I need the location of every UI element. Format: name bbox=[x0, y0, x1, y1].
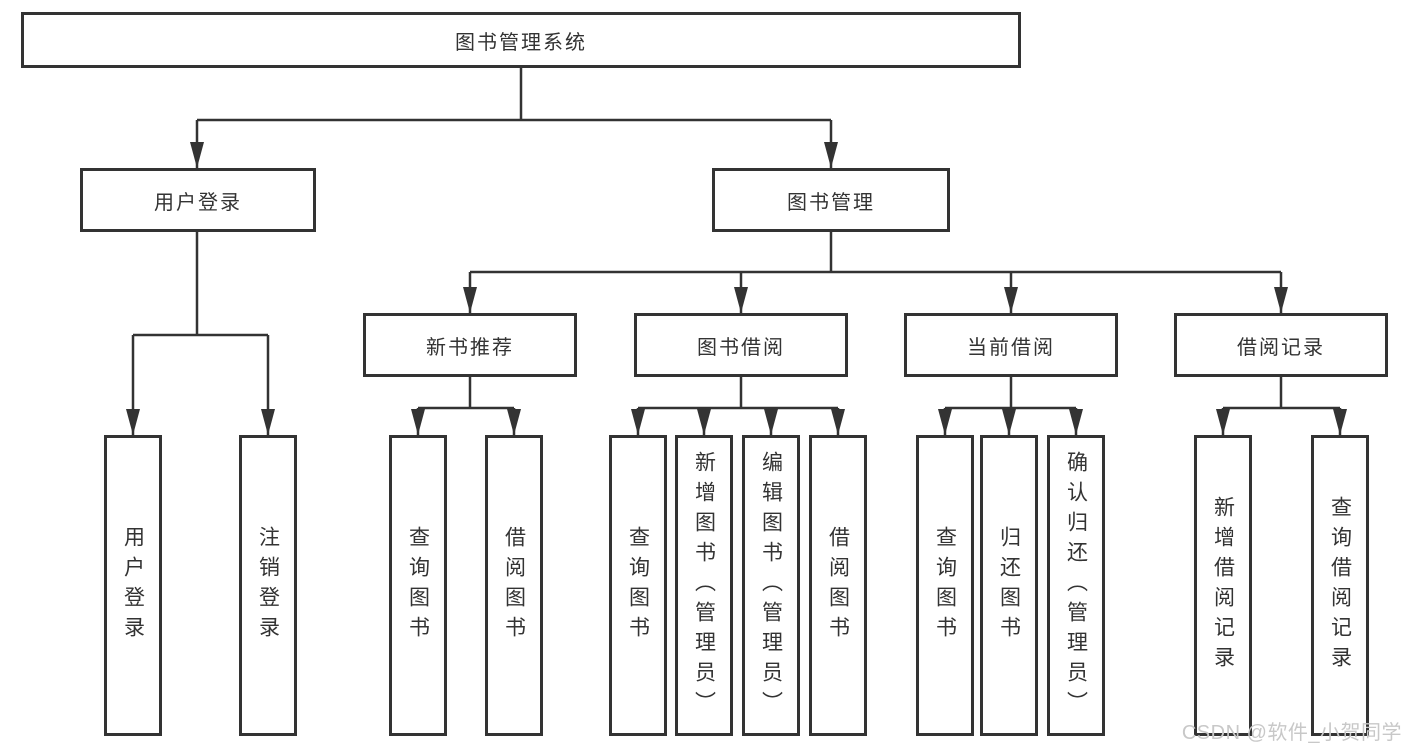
leaf-label: 查询图书 bbox=[933, 525, 957, 646]
leaf-label: 确认归还（管理员） bbox=[1064, 450, 1088, 721]
leaf-borrow-books-borrow: 借阅图书 bbox=[809, 435, 867, 736]
leaf-borrow-books-newbook: 借阅图书 bbox=[485, 435, 543, 736]
leaf-label: 查询图书 bbox=[406, 525, 430, 646]
node-label: 图书借阅 bbox=[697, 336, 785, 359]
node-label: 用户登录 bbox=[154, 191, 242, 214]
node-book-management: 图书管理 bbox=[712, 168, 950, 232]
node-new-book-recommend: 新书推荐 bbox=[363, 313, 577, 377]
leaf-label: 新增图书（管理员） bbox=[692, 450, 716, 721]
leaf-return-books: 归还图书 bbox=[980, 435, 1038, 736]
leaf-label: 归还图书 bbox=[997, 525, 1021, 646]
leaf-edit-books-admin: 编辑图书（管理员） bbox=[742, 435, 800, 736]
leaf-add-borrow-record: 新增借阅记录 bbox=[1194, 435, 1252, 736]
node-label: 新书推荐 bbox=[426, 336, 514, 359]
node-current-borrowing: 当前借阅 bbox=[904, 313, 1118, 377]
leaf-label: 用户登录 bbox=[121, 525, 145, 646]
leaf-confirm-return-admin: 确认归还（管理员） bbox=[1047, 435, 1105, 736]
leaf-label: 查询图书 bbox=[626, 525, 650, 646]
leaf-label: 编辑图书（管理员） bbox=[759, 450, 783, 721]
leaf-query-books-current: 查询图书 bbox=[916, 435, 974, 736]
node-user-login: 用户登录 bbox=[80, 168, 316, 232]
leaf-label: 借阅图书 bbox=[502, 525, 526, 646]
node-label: 图书管理系统 bbox=[455, 31, 587, 54]
leaf-label: 查询借阅记录 bbox=[1328, 495, 1352, 676]
node-borrowing-records: 借阅记录 bbox=[1174, 313, 1388, 377]
leaf-label: 新增借阅记录 bbox=[1211, 495, 1235, 676]
node-label: 借阅记录 bbox=[1237, 336, 1325, 359]
node-book-borrowing: 图书借阅 bbox=[634, 313, 848, 377]
leaf-user-login: 用户登录 bbox=[104, 435, 162, 736]
leaf-logout-login: 注销登录 bbox=[239, 435, 297, 736]
node-library-management-system: 图书管理系统 bbox=[21, 12, 1021, 68]
leaf-query-borrow-record: 查询借阅记录 bbox=[1311, 435, 1369, 736]
leaf-query-books-borrow: 查询图书 bbox=[609, 435, 667, 736]
node-label: 图书管理 bbox=[787, 191, 875, 214]
node-label: 当前借阅 bbox=[967, 336, 1055, 359]
leaf-label: 借阅图书 bbox=[826, 525, 850, 646]
leaf-add-books-admin: 新增图书（管理员） bbox=[675, 435, 733, 736]
leaf-label: 注销登录 bbox=[256, 525, 280, 646]
leaf-query-books-newbook: 查询图书 bbox=[389, 435, 447, 736]
